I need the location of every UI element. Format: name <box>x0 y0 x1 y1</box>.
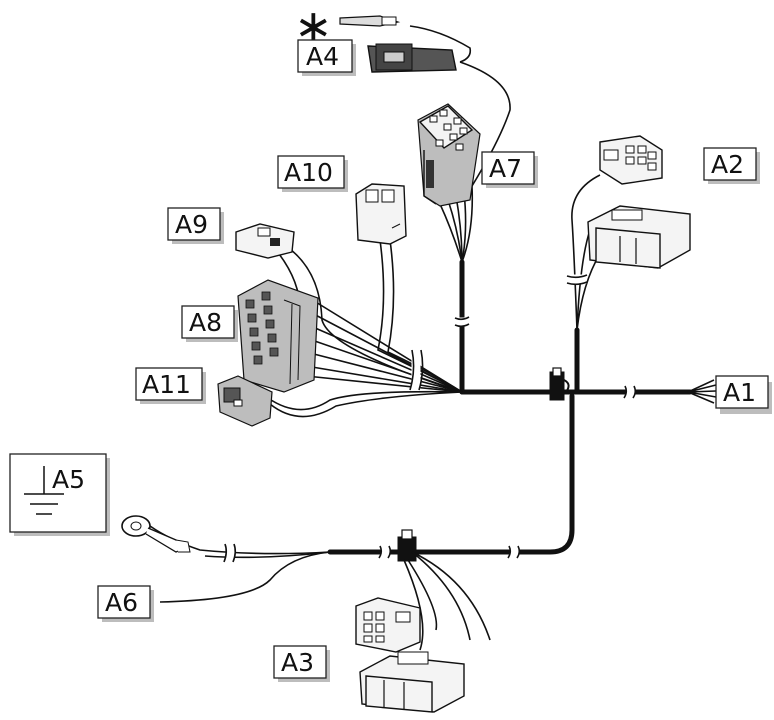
a5-ground-symbol-box: A5 <box>9 453 110 536</box>
a2-connector-large <box>587 205 691 269</box>
trunk-clip-upper <box>549 367 570 401</box>
a8-connector <box>237 279 319 393</box>
label-a1: A1 <box>723 378 756 407</box>
label-a11: A11 <box>142 370 191 399</box>
a4-connector <box>339 15 472 73</box>
label-box-a6: A6 <box>97 585 154 622</box>
label-a9: A9 <box>175 210 208 239</box>
bottom-harness-wires <box>149 525 491 651</box>
label-box-a8: A8 <box>181 305 238 342</box>
label-box-a4: A4 <box>297 39 356 76</box>
label-a4: A4 <box>306 42 339 71</box>
label-a3: A3 <box>281 648 314 677</box>
label-box-a3: A3 <box>273 645 330 682</box>
a8-wires <box>305 295 463 393</box>
label-box-a2: A2 <box>703 147 760 184</box>
label-a5: A5 <box>52 465 85 494</box>
trunk-clip-lower <box>397 529 417 562</box>
a1-wire-ends <box>687 379 717 404</box>
label-box-a1: A1 <box>715 375 772 414</box>
main-harness-trunk <box>327 259 693 560</box>
a10-connector <box>355 183 407 245</box>
a9-connector <box>235 223 295 259</box>
label-box-a11: A11 <box>135 367 206 404</box>
a6-ring-terminal <box>121 515 191 553</box>
a2-connector-small <box>599 135 663 185</box>
label-a8: A8 <box>189 308 222 337</box>
a7-connector <box>417 103 481 207</box>
label-box-a7: A7 <box>481 151 538 188</box>
label-a7: A7 <box>489 154 522 183</box>
label-box-a10: A10 <box>277 155 348 192</box>
label-a10: A10 <box>284 158 333 187</box>
label-a6: A6 <box>105 588 138 617</box>
a11-wires <box>267 390 463 418</box>
label-a2: A2 <box>711 150 744 179</box>
a11-connector <box>217 375 273 427</box>
label-box-a9: A9 <box>167 207 224 244</box>
a3-connector-small <box>355 597 421 653</box>
a3-connector-large <box>359 651 465 713</box>
